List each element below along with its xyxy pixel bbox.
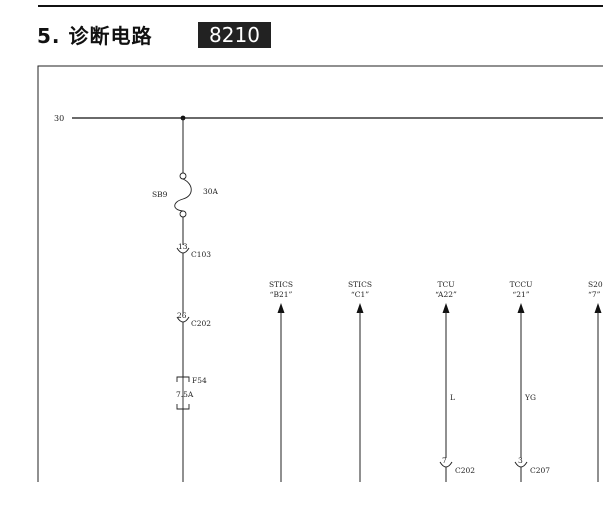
target-module-label: STICS bbox=[269, 280, 293, 289]
wire-color-label: L bbox=[450, 393, 455, 402]
fuse-sb9-rating: 30A bbox=[203, 187, 219, 196]
arrow-up-icon bbox=[356, 303, 364, 313]
target-module-label: STICS bbox=[348, 280, 372, 289]
fuse-f54-name: F54 bbox=[192, 376, 207, 385]
section-title: 5. 诊断电路 bbox=[37, 24, 153, 48]
connector-c103-pin: 13 bbox=[178, 242, 188, 251]
connector-pin-label: 7 bbox=[442, 456, 447, 465]
connector-c202-name: C202 bbox=[191, 319, 211, 328]
target-module-label: S20 bbox=[588, 280, 603, 289]
fuse-f54-rating: 7.5A bbox=[176, 390, 194, 399]
connector-pin-label: 3 bbox=[518, 456, 523, 465]
fuse-sb9-name: SB9 bbox=[152, 190, 168, 199]
circuit-code-badge: 8210 bbox=[198, 22, 271, 48]
target-pin-label: “7” bbox=[588, 290, 601, 299]
top-rule bbox=[38, 5, 603, 7]
diagram-frame bbox=[37, 65, 603, 482]
arrow-up-icon bbox=[517, 303, 525, 313]
connector-name-label: C207 bbox=[530, 466, 550, 475]
connector-name-label: C202 bbox=[455, 466, 475, 475]
target-pin-label: “A22” bbox=[435, 290, 457, 299]
connector-c103-name: C103 bbox=[191, 250, 211, 259]
target-module-label: TCCU bbox=[510, 280, 533, 289]
target-module-label: TCU bbox=[437, 280, 454, 289]
arrow-up-icon bbox=[594, 303, 602, 313]
target-pin-label: “B21” bbox=[270, 290, 293, 299]
supply-label: 30 bbox=[54, 114, 64, 123]
target-pin-label: “21” bbox=[512, 290, 529, 299]
target-pin-label: “C1” bbox=[351, 290, 369, 299]
fuse-sb9-icon bbox=[174, 172, 192, 218]
wire-color-label: YG bbox=[524, 393, 536, 402]
connector-c202-pin: 26 bbox=[177, 311, 187, 320]
arrow-up-icon bbox=[442, 303, 450, 313]
arrow-up-icon bbox=[277, 303, 285, 313]
